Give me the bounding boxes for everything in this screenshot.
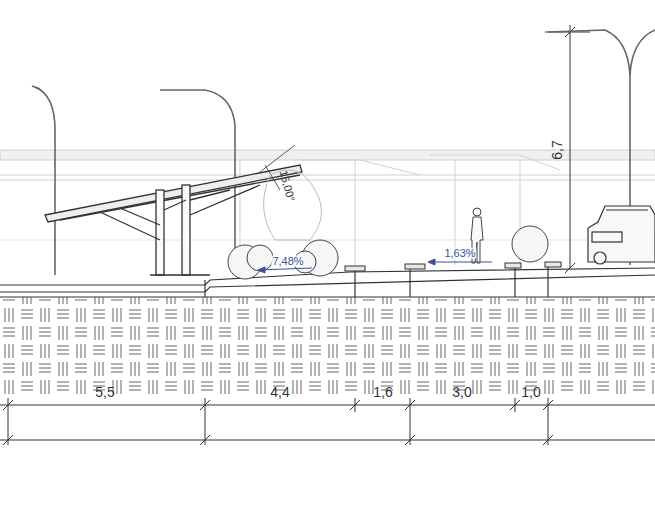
dimension-label: 3,0 <box>452 385 471 399</box>
dimension-label: 4,4 <box>270 385 289 399</box>
dimension-label: 7,48% <box>271 256 304 267</box>
dimension-label: 6,7 <box>550 140 564 159</box>
dimension-label: 5,5 <box>95 385 114 399</box>
dimension-label: 1,63% <box>443 248 476 259</box>
dimension-label: 1,0 <box>521 385 540 399</box>
dimension-label: 1,6 <box>373 385 392 399</box>
